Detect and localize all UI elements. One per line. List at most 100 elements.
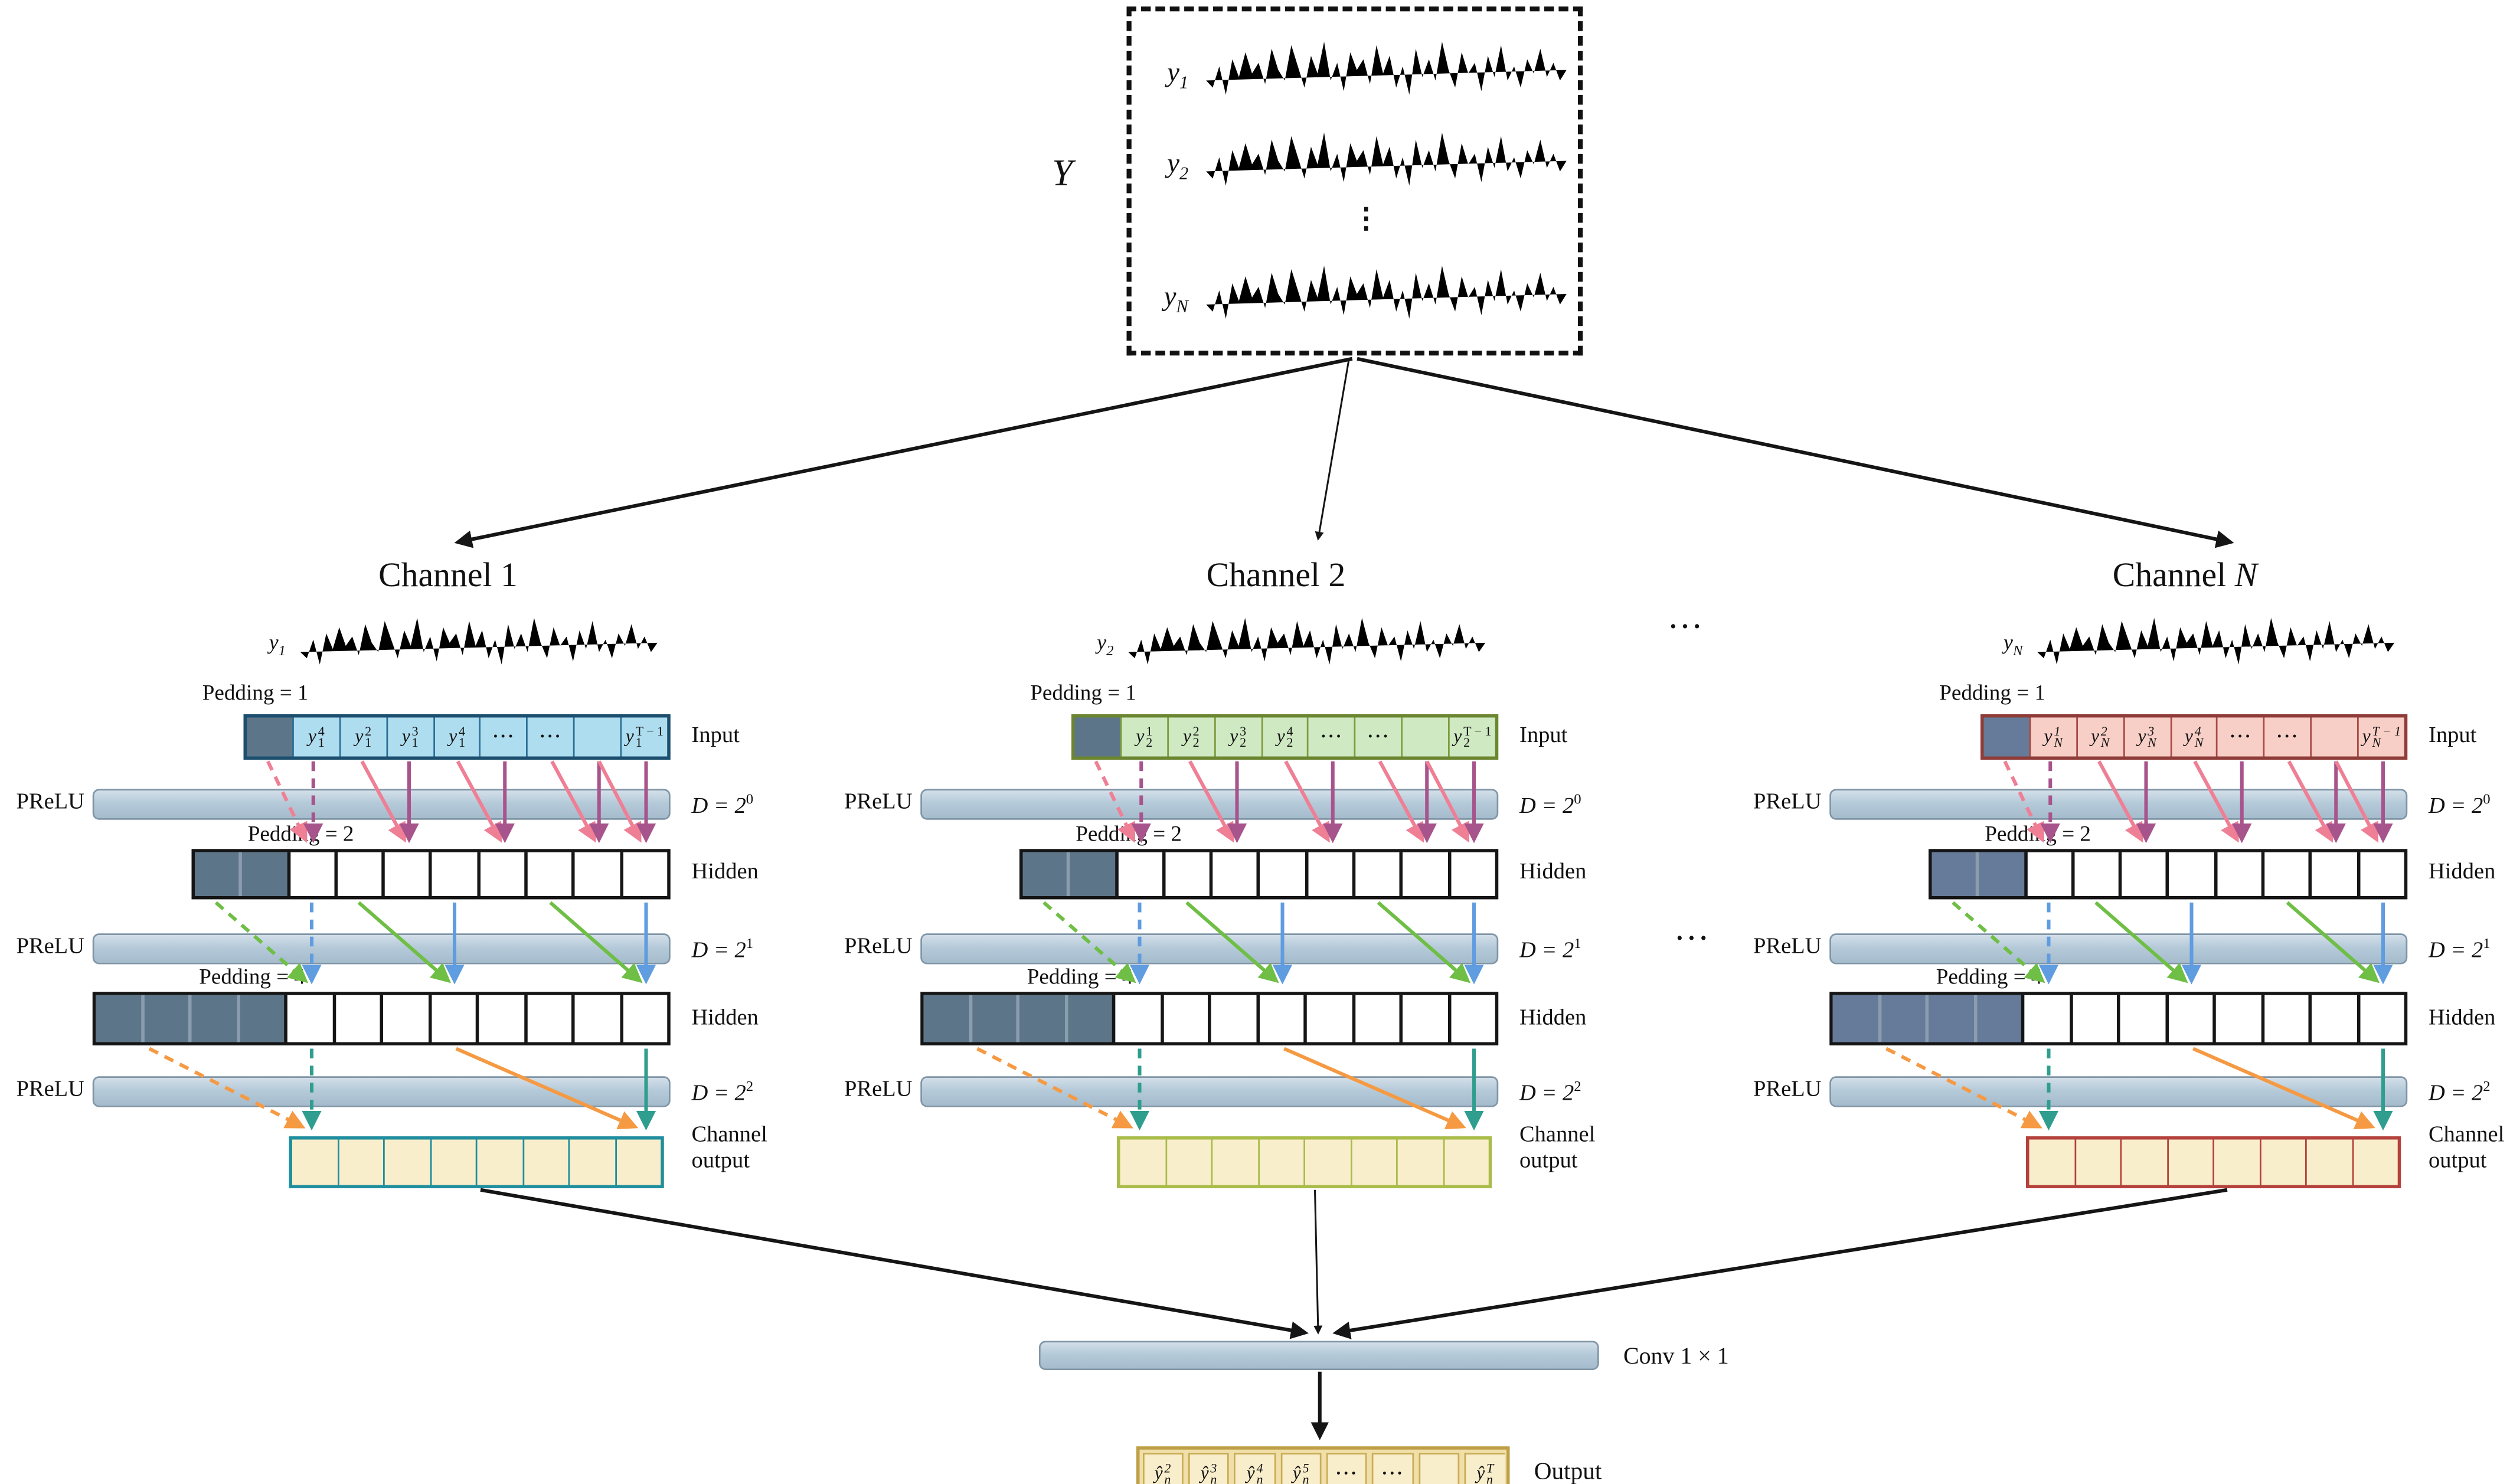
waveform-y2 [1206, 132, 1567, 186]
y-matrix-label: Y [1052, 152, 1073, 194]
empty-cell [1260, 852, 1308, 896]
channel-output-row [2026, 1136, 2401, 1188]
empty-cell [2169, 852, 2217, 896]
ellipsis-cell: ··· [2218, 717, 2266, 757]
prelu-label-3: PReLU [1753, 1078, 1822, 1103]
dilation-label-1: D = 20 [691, 790, 754, 819]
conv-1x1-bar [1039, 1341, 1599, 1370]
hidden-row-1 [1929, 849, 2408, 900]
prelu-label-3: PReLU [844, 1078, 913, 1103]
prelu-bar-1 [1829, 789, 2408, 820]
prelu-bar-3 [920, 1076, 1499, 1107]
empty-cell [383, 995, 432, 1042]
empty-cell [2312, 852, 2360, 896]
empty-cell [2122, 852, 2170, 896]
input-label: Input [691, 724, 740, 748]
padding-cell [143, 995, 192, 1042]
empty-cell [524, 1139, 570, 1185]
empty-cell [287, 995, 335, 1042]
empty-cell [338, 1139, 385, 1185]
prelu-bar-2 [92, 933, 671, 965]
channel-output-row [1117, 1136, 1492, 1188]
empty-cell [575, 995, 623, 1042]
prelu-bar-3 [92, 1076, 671, 1107]
empty-cell [1351, 1139, 1398, 1185]
padding-cell [242, 852, 290, 896]
empty-cell [2312, 717, 2359, 757]
between-channel-ellipsis-top: ··· [1669, 613, 1705, 642]
prelu-label-2: PReLU [1753, 935, 1822, 960]
empty-cell [2216, 995, 2264, 1042]
empty-cell [2029, 1139, 2076, 1185]
empty-cell [1213, 852, 1261, 896]
hidden-label-1: Hidden [1519, 860, 1587, 885]
padding-cell [1019, 995, 1068, 1042]
empty-cell [1403, 717, 1450, 757]
series-label-y1: y1 [1167, 57, 1189, 93]
empty-cell [1451, 852, 1495, 896]
empty-cell [433, 852, 481, 896]
empty-cell [1308, 852, 1356, 896]
padding4-label: Pedding = 4 [1027, 964, 1133, 989]
dilation-label-3: D = 22 [2429, 1078, 2491, 1107]
output-label: Output [1534, 1459, 1602, 1484]
vertical-ellipsis: ⋮ [1352, 202, 1380, 234]
padding2-label: Pedding = 2 [247, 821, 354, 846]
ellipsis-cell: ··· [1309, 717, 1357, 757]
empty-cell [2120, 995, 2168, 1042]
padding-cell [96, 995, 144, 1042]
empty-cell [1165, 852, 1213, 896]
empty-cell [2360, 852, 2404, 896]
padding-cell [1074, 717, 1122, 757]
padding-cell [923, 995, 972, 1042]
empty-cell [2217, 852, 2265, 896]
hidden-row-2 [92, 992, 671, 1045]
prelu-label-2: PReLU [844, 935, 913, 960]
empty-cell [1403, 995, 1451, 1042]
channel-wave-label: y1 [269, 630, 286, 659]
padding2-label: Pedding = 2 [1076, 821, 1182, 846]
padding-cell [1070, 852, 1118, 896]
empty-cell [528, 852, 576, 896]
padding-cell [1976, 995, 2025, 1042]
empty-cell [479, 995, 527, 1042]
waveform-y1 [1206, 41, 1567, 95]
padding-cell [1832, 995, 1881, 1042]
empty-cell [2122, 1139, 2168, 1185]
empty-cell [2353, 1140, 2398, 1185]
padding1-label: Pedding = 1 [202, 680, 309, 705]
empty-cell [1211, 995, 1259, 1042]
empty-cell [527, 995, 575, 1042]
prelu-bar-3 [1829, 1076, 2408, 1107]
padding-cell [1979, 852, 2027, 896]
channel-waveform [1128, 617, 1486, 665]
padding-cell [191, 995, 240, 1042]
prelu-label-2: PReLU [16, 935, 85, 960]
empty-cell [385, 852, 433, 896]
padding4-label: Pedding = 4 [199, 964, 305, 989]
padding-cell [1929, 995, 1977, 1042]
hidden-row-2 [1829, 992, 2408, 1045]
empty-cell [478, 1139, 524, 1185]
padding1-label: Pedding = 1 [1030, 680, 1136, 705]
padding-cell [239, 995, 287, 1042]
padding-cell [971, 995, 1019, 1042]
empty-cell [431, 995, 479, 1042]
padding-cell [1880, 995, 1929, 1042]
